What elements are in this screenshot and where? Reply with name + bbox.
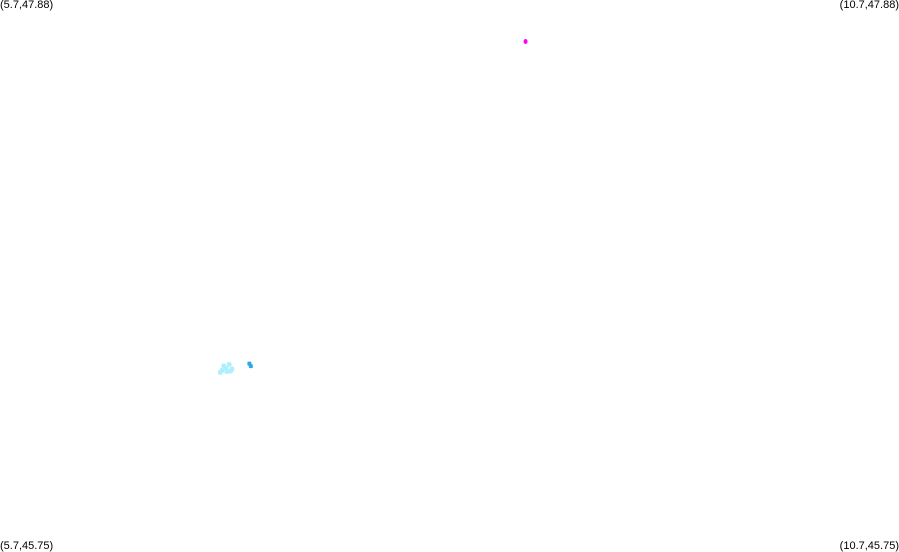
magenta-point [523,38,528,44]
light-cyan-patch [223,365,229,371]
corner-label-top-right: (10.7,47.88) [839,0,899,11]
corner-label-bottom-right: (10.7,45.75) [839,540,899,552]
light-cyan-patch [224,369,230,374]
blue-patch [248,364,253,369]
light-cyan-patch [226,362,232,367]
light-cyan-patch [218,370,223,375]
corner-label-top-left: (5.7,47.88) [0,0,54,11]
corner-label-bottom-left: (5.7,45.75) [0,540,54,552]
light-cyan-patch [228,368,233,374]
